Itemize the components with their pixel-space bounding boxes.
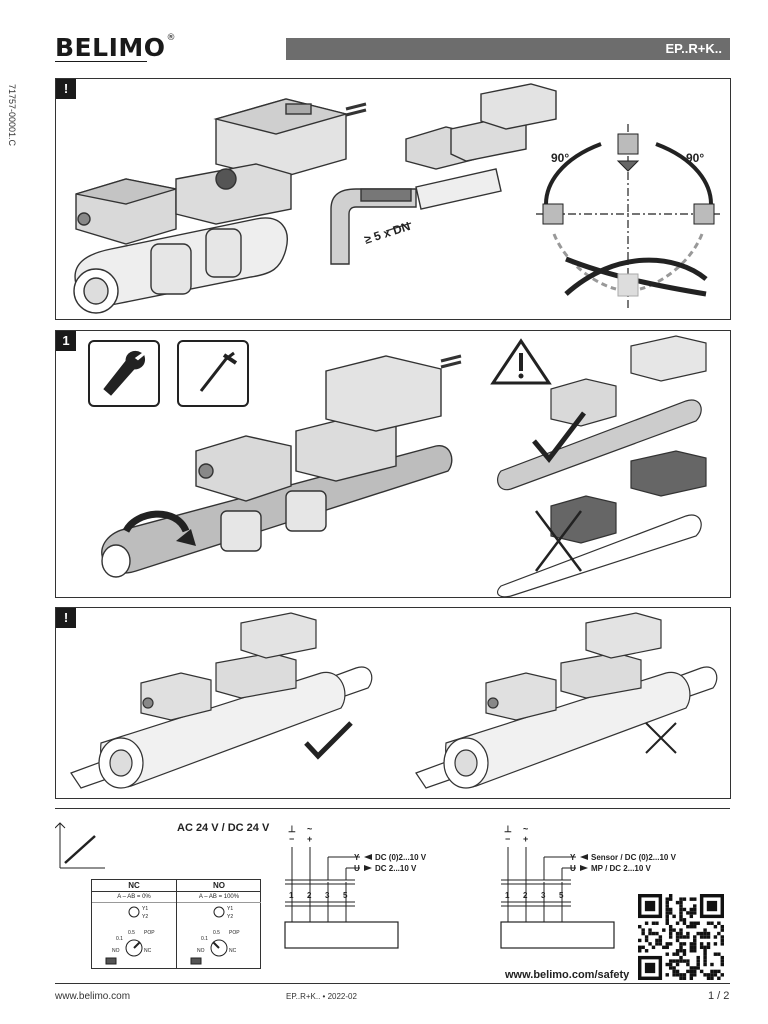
footer-doc: EP..R+K.. • 2022-02 (286, 992, 357, 1001)
symbol-ground-right: ⊥ (504, 824, 512, 834)
left-u-signal: DC 2...10 V (375, 864, 417, 873)
symbol-minus: − (289, 834, 294, 844)
footer-divider (55, 983, 730, 984)
checkmark-insulation-icon (304, 721, 353, 760)
mode-no-sub: A – AB = 100% (177, 892, 261, 903)
angle-right-label: 90° (686, 151, 704, 165)
nc-label-no: NO (112, 948, 120, 954)
wiring-diagram-right: ⊥ ~ − + Y U Sensor / DC (0)2...10 V MP /… (500, 824, 677, 949)
mode-no-title: NO (177, 880, 261, 892)
insulation-illustration (70, 612, 718, 789)
panel-mounting: 1 (55, 330, 731, 598)
checkmark-icon (532, 411, 586, 464)
no-label-y2: Y2 (227, 914, 233, 920)
footer-site[interactable]: www.belimo.com (55, 991, 131, 1002)
no-label-05: 0.5 (213, 930, 220, 936)
nc-label-y2: Y2 (142, 914, 148, 920)
panel-insulation: ! (55, 607, 731, 799)
warning-badge-insulation: ! (56, 608, 76, 628)
wiring-diagram-left: ⊥ ~ − + Y U DC (0)2...10 V DC 2...10 V 1… (284, 824, 427, 949)
right-terminal-1: 1 (505, 891, 510, 900)
symbol-ground: ⊥ (288, 824, 296, 834)
right-terminal-5: 5 (559, 891, 564, 900)
document-code: 71757-00001.C (7, 83, 18, 147)
safety-link[interactable]: www.belimo.com/safety (505, 969, 630, 981)
right-terminal-3: 3 (541, 891, 546, 900)
left-u-label: U (354, 864, 360, 873)
symbol-ac-right: ~ (523, 824, 528, 834)
angle-left-label: 90° (551, 151, 569, 165)
product-header-bar: EP..R+K.. (286, 38, 730, 60)
section-divider (55, 808, 730, 809)
left-terminal-2: 2 (307, 891, 312, 900)
mode-nc-title: NC (92, 880, 177, 892)
nc-label-05: 0.5 (128, 930, 135, 936)
cross-icon (535, 510, 582, 572)
symbol-plus: + (307, 834, 312, 844)
step-badge: 1 (56, 331, 76, 351)
cross-insulation-icon (645, 722, 677, 754)
no-label-pop: POP (229, 930, 240, 936)
valve-actuator-illustration: ≥ 5 x DN 90° 90° (73, 83, 721, 314)
nc-label-y1: Y1 (142, 906, 148, 912)
no-label-no: NO (197, 948, 205, 954)
rotate-arrow (122, 510, 190, 533)
right-u-signal: MP / DC 2...10 V (591, 864, 652, 873)
panel-installation-notes: ! (55, 78, 731, 320)
symbol-ac: ~ (307, 824, 312, 834)
left-y-label: Y (354, 853, 360, 862)
mounting-illustration (88, 335, 707, 597)
qr-code-icon[interactable] (638, 894, 730, 980)
pipe-wrench-icon (199, 351, 238, 392)
logo-underline (55, 61, 147, 62)
product-header: EP..R+K.. (665, 41, 722, 56)
no-label-nc: NC (229, 948, 237, 954)
symbol-plus-right: + (523, 834, 528, 844)
right-terminal-2: 2 (523, 891, 528, 900)
nc-label-nc: NC (144, 948, 152, 954)
warning-triangle-icon (490, 338, 552, 385)
belimo-logo: BELIMO® (55, 33, 176, 62)
spacing-label: ≥ 5 x DN (363, 219, 412, 247)
nc-label-01: 0.1 (116, 936, 123, 942)
linear-characteristic-icon (55, 822, 105, 869)
mode-dials: Y1 Y2 POP 0.5 0.1 NO NC Y1 Y2 POP 0.5 0.… (105, 906, 240, 965)
no-label-y1: Y1 (227, 906, 233, 912)
right-y-signal: Sensor / DC (0)2...10 V (591, 853, 677, 862)
left-terminal-5: 5 (343, 891, 348, 900)
left-terminal-1: 1 (289, 891, 294, 900)
brand-name: BELIMO (55, 33, 166, 62)
nc-label-pop: POP (144, 930, 155, 936)
warning-badge: ! (56, 79, 76, 99)
brand-registered: ® (166, 33, 176, 43)
right-u-label: U (570, 864, 576, 873)
no-label-01: 0.1 (201, 936, 208, 942)
footer-page: 1 / 2 (708, 990, 730, 1002)
supply-voltage: AC 24 V / DC 24 V (177, 822, 270, 834)
wrench-icon (103, 350, 145, 396)
right-y-label: Y (570, 853, 576, 862)
symbol-minus-right: − (505, 834, 510, 844)
mode-table: NC NO A – AB = 0% A – AB = 100% Y1 Y2 PO… (91, 879, 261, 969)
left-terminal-3: 3 (325, 891, 330, 900)
left-y-signal: DC (0)2...10 V (375, 853, 427, 862)
